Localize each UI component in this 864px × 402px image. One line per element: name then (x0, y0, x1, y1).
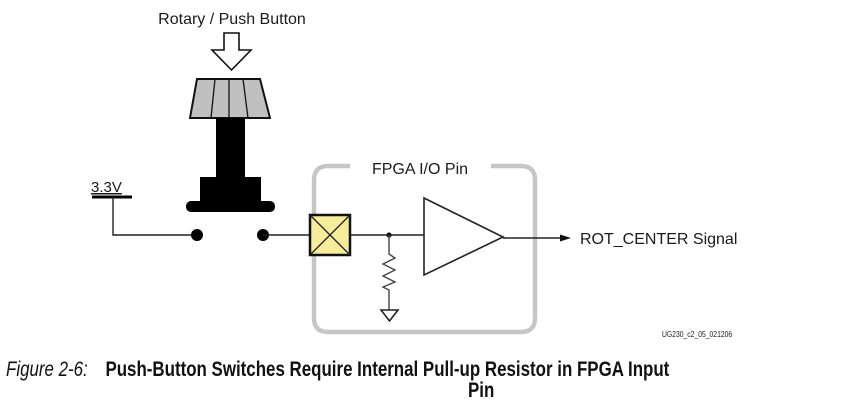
push-button-label: Rotary / Push Button (158, 11, 306, 28)
button-plunger-icon (186, 118, 275, 212)
ground-icon (379, 309, 400, 323)
figure-title-continued: Pin (468, 379, 495, 402)
figure-caption: Figure 2-6: Push-Button Switches Require … (6, 358, 864, 402)
drawing-id-label: UG230_c2_05_021206 (662, 329, 732, 339)
button-knob-icon (188, 78, 272, 119)
figure-number: Figure 2-6: (6, 358, 88, 381)
io-pad-icon (308, 213, 352, 257)
fpga-box-label: FPGA I/O Pin (372, 161, 468, 178)
input-buffer-icon (423, 196, 505, 277)
fpga-io-pin-box (311, 163, 538, 335)
switch-contact-left-icon (191, 229, 203, 241)
supply-wire (112, 197, 197, 236)
supply-voltage-label: 3.3V (91, 179, 122, 196)
pull-resistor-icon (381, 235, 397, 310)
output-signal-label: ROT_CENTER Signal (580, 231, 737, 248)
press-arrow-icon (210, 32, 253, 72)
output-arrow-icon (560, 234, 571, 242)
figure-title: Push-Button Switches Require Internal Pu… (105, 358, 670, 381)
